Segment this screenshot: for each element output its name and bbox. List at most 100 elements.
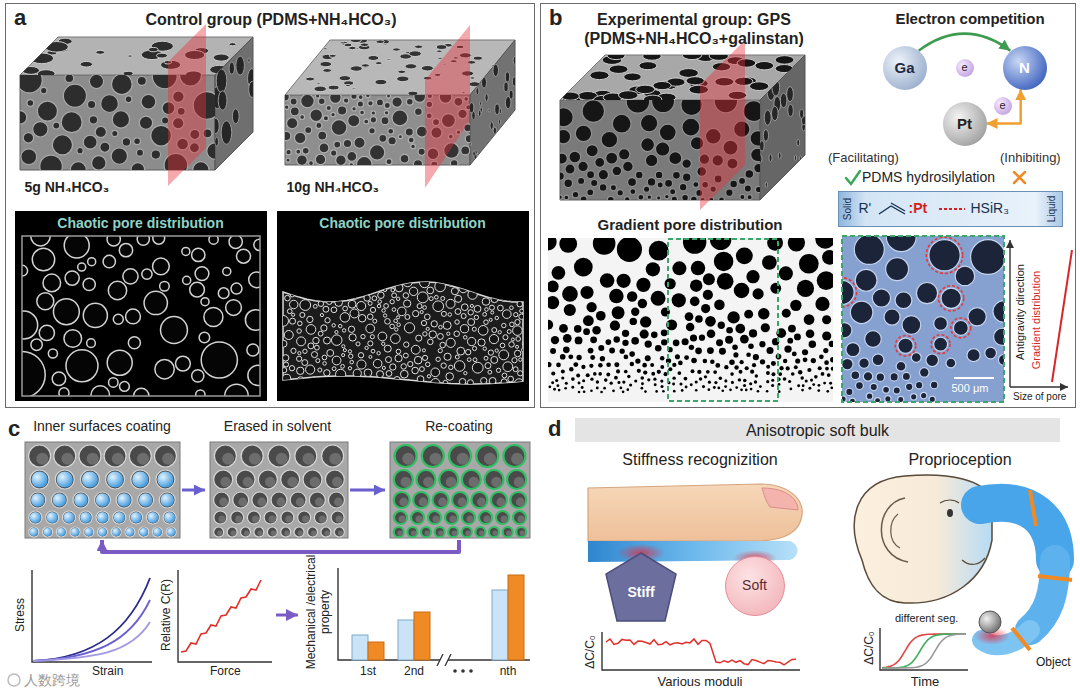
pore	[762, 255, 777, 270]
pore	[662, 390, 665, 393]
pore	[636, 85, 655, 94]
pore	[377, 371, 384, 378]
pore	[323, 116, 328, 121]
pore	[782, 309, 791, 318]
pore	[343, 379, 348, 384]
pore	[821, 372, 825, 376]
pore	[431, 379, 440, 388]
pore	[618, 149, 629, 160]
pore	[289, 300, 297, 308]
pore	[771, 361, 776, 366]
cell	[394, 492, 410, 508]
cell	[163, 511, 176, 524]
pore	[794, 155, 796, 160]
cell	[258, 470, 277, 489]
pore	[397, 323, 400, 326]
pore	[783, 359, 787, 363]
cell-shade	[271, 531, 277, 537]
pore	[196, 390, 205, 399]
cell-shade	[430, 453, 442, 465]
pore	[385, 319, 391, 325]
pore	[318, 331, 323, 336]
pore	[357, 360, 366, 369]
axis-label: Various moduli	[640, 674, 760, 690]
elephant-ear	[881, 498, 908, 562]
pore	[368, 341, 373, 346]
pore	[713, 386, 716, 389]
pore	[248, 58, 250, 63]
pore	[349, 334, 356, 341]
stress-curve	[33, 622, 150, 661]
highlight-ring	[939, 286, 964, 311]
pore	[543, 320, 553, 330]
cell-shade	[338, 531, 344, 537]
pore	[506, 277, 514, 285]
pore	[574, 258, 593, 277]
pore	[601, 131, 618, 148]
cell-shade	[416, 516, 423, 523]
pore	[766, 380, 769, 383]
pore	[743, 101, 764, 122]
pore	[778, 153, 781, 159]
pore	[405, 315, 410, 320]
pore	[369, 128, 375, 134]
pore	[315, 281, 319, 285]
pore	[335, 330, 338, 333]
pore	[395, 355, 402, 362]
pore	[766, 390, 769, 393]
pore	[719, 376, 722, 379]
pore	[388, 284, 391, 287]
pore	[971, 240, 1006, 275]
cell	[281, 470, 300, 489]
pore	[323, 337, 330, 344]
cell	[435, 527, 445, 537]
pore	[95, 126, 106, 137]
cell	[104, 445, 126, 467]
pore	[556, 172, 564, 180]
pore	[640, 115, 657, 132]
pore	[589, 364, 593, 368]
pore	[664, 372, 668, 376]
pore	[213, 54, 229, 61]
cell	[395, 445, 417, 467]
pore	[137, 233, 149, 245]
coating-sphere	[32, 471, 48, 487]
pore	[384, 304, 389, 309]
pore	[341, 364, 345, 368]
pore	[347, 286, 351, 290]
pore	[229, 235, 242, 248]
pore	[341, 43, 345, 45]
pore	[216, 69, 227, 93]
pore	[311, 352, 317, 358]
pore	[433, 301, 444, 312]
pore	[635, 171, 643, 179]
pore	[284, 362, 289, 367]
pore	[429, 297, 433, 301]
pore	[637, 369, 641, 373]
cell	[476, 445, 498, 467]
pore	[495, 349, 498, 352]
pore	[454, 361, 465, 372]
pore	[682, 51, 701, 60]
pore	[398, 70, 406, 73]
pore	[404, 300, 411, 307]
cell-shade	[484, 516, 491, 523]
cell-shade	[496, 498, 505, 507]
pore	[609, 289, 623, 303]
pore	[139, 116, 152, 129]
pore	[830, 357, 835, 362]
pore	[444, 353, 451, 360]
pore	[201, 298, 209, 306]
pore	[290, 318, 296, 324]
pore	[678, 361, 683, 366]
pore	[513, 56, 517, 64]
pore	[626, 388, 629, 391]
pore	[392, 308, 396, 312]
pore	[561, 92, 579, 100]
sample-top	[560, 55, 805, 100]
pore	[551, 336, 559, 344]
cell	[214, 492, 230, 508]
chart-axis	[178, 570, 272, 662]
pore	[510, 322, 515, 327]
pore	[231, 283, 242, 294]
